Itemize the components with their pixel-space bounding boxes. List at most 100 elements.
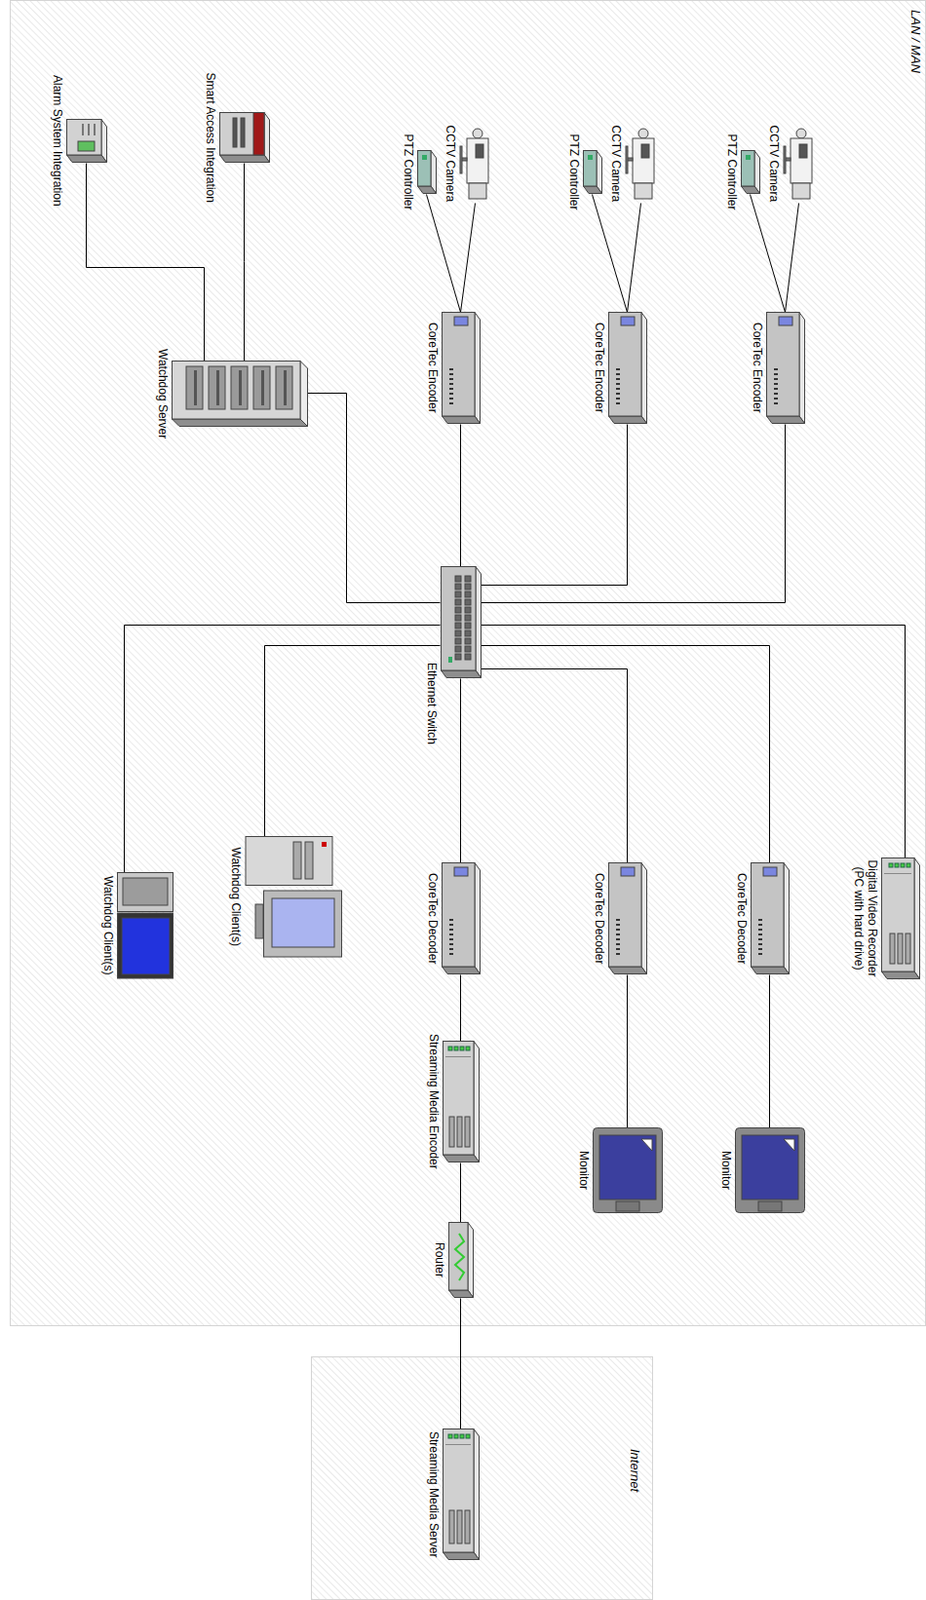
device-label: Monitor — [719, 1151, 734, 1191]
device-label: Watchdog Client(s) — [101, 876, 116, 976]
network-link — [460, 1299, 462, 1430]
device-icon — [459, 124, 493, 203]
device-label: Monitor — [577, 1151, 591, 1191]
device-node: Smart Access Integration — [203, 73, 271, 203]
device-node: Monitor — [577, 1127, 663, 1214]
device-node: Router — [432, 1222, 474, 1299]
network-link — [426, 194, 462, 313]
device-icon — [440, 566, 482, 679]
network-link — [785, 203, 800, 313]
network-link — [481, 646, 771, 864]
device-icon — [592, 1127, 663, 1214]
device-icon — [750, 862, 790, 975]
device-node: PTZ Controller — [725, 134, 761, 211]
device-label: Router — [432, 1242, 447, 1278]
network-link — [750, 194, 786, 313]
network-link — [124, 625, 441, 874]
device-icon — [171, 360, 309, 427]
device-node: PTZ Controller — [401, 134, 437, 211]
device-icon — [734, 1127, 806, 1214]
network-link — [481, 424, 628, 586]
device-icon — [624, 124, 658, 203]
network-link — [460, 679, 462, 864]
device-node: CoreTec Decoder — [425, 862, 481, 975]
device-node: CoreTec Decoder — [734, 862, 790, 975]
network-link — [460, 424, 462, 568]
device-label: Watchdog Client(s) — [229, 848, 243, 948]
network-link — [265, 646, 441, 838]
device-icon — [417, 150, 437, 194]
device-node: Streaming Media Server — [426, 1428, 480, 1561]
device-label: PTZ Controller — [567, 134, 581, 211]
device-icon — [66, 118, 108, 163]
device-label: CoreTec Decoder — [592, 873, 607, 965]
device-icon — [116, 872, 174, 980]
region-ground — [311, 1357, 654, 1600]
device-node: Alarm System Integration — [50, 75, 108, 207]
network-link — [626, 975, 628, 1129]
device-node: PTZ Controller — [567, 134, 603, 211]
device-label: CoreTec Decoder — [425, 873, 440, 965]
network-link — [461, 203, 476, 313]
network-link — [481, 625, 906, 859]
network-link — [460, 975, 462, 1042]
device-label: Streaming Media Encoder — [426, 1034, 441, 1170]
network-link — [769, 975, 771, 1129]
device-icon — [219, 112, 271, 163]
device-node: Streaming Media Encoder — [426, 1034, 480, 1170]
device-node: CoreTec Encoder — [750, 311, 806, 425]
device-node: Monitor — [719, 1127, 806, 1214]
device-icon — [766, 311, 806, 425]
device-icon — [582, 150, 603, 194]
device-node: Watchdog Client(s) — [101, 872, 174, 980]
device-icon — [442, 1041, 480, 1163]
network-region: Internet Streaming Media Server — [310, 1356, 654, 1600]
network-link — [481, 424, 786, 604]
device-icon — [782, 124, 816, 203]
network-link — [86, 163, 205, 362]
network-link — [592, 194, 628, 313]
device-label: Streaming Media Server — [426, 1431, 441, 1558]
device-icon — [244, 836, 343, 959]
device-label: CoreTec Encoder — [750, 322, 765, 414]
device-label: PTZ Controller — [725, 134, 739, 211]
device-node: Watchdog Client(s) — [229, 836, 343, 959]
device-node: CCTV Camera — [609, 124, 658, 203]
device-icon — [740, 150, 761, 194]
device-node: CoreTec Decoder — [592, 862, 648, 975]
device-node: CCTV Camera — [767, 124, 816, 203]
device-icon — [881, 857, 921, 980]
device-label: Watchdog Server — [155, 348, 170, 439]
device-label: Alarm System Integration — [50, 75, 65, 207]
device-node: Ethernet Switch — [424, 566, 482, 745]
device-node: CoreTec Encoder — [592, 311, 648, 425]
device-node: Watchdog Server — [155, 348, 309, 439]
device-label: Ethernet Switch — [424, 662, 439, 745]
device-icon — [608, 862, 648, 975]
network-link — [460, 1163, 462, 1224]
network-link — [627, 203, 642, 313]
device-label: PTZ Controller — [401, 134, 416, 211]
device-icon — [441, 862, 481, 975]
device-label: Digital Video Recorder (PC with hard dri… — [851, 850, 880, 988]
device-icon — [441, 311, 481, 425]
device-label: CCTV Camera — [609, 125, 623, 203]
device-label: CoreTec Encoder — [592, 322, 607, 414]
device-icon — [448, 1222, 474, 1299]
device-icon — [608, 311, 648, 425]
network-link — [243, 163, 245, 362]
region-ground — [10, 0, 926, 1327]
network-link — [481, 669, 628, 864]
device-node: Digital Video Recorder (PC with hard dri… — [851, 850, 921, 988]
network-link — [308, 393, 441, 604]
device-label: Smart Access Integration — [203, 73, 218, 203]
device-node: CCTV Camera — [443, 124, 493, 203]
device-label: CCTV Camera — [443, 125, 458, 203]
device-icon — [442, 1428, 480, 1561]
region-label: Internet — [627, 1449, 642, 1493]
network-region: LAN / MANCCTV CameraPTZ ControllerCoreTe… — [9, 0, 926, 1327]
device-label: CoreTec Decoder — [734, 873, 749, 965]
device-node: CoreTec Encoder — [425, 311, 481, 425]
